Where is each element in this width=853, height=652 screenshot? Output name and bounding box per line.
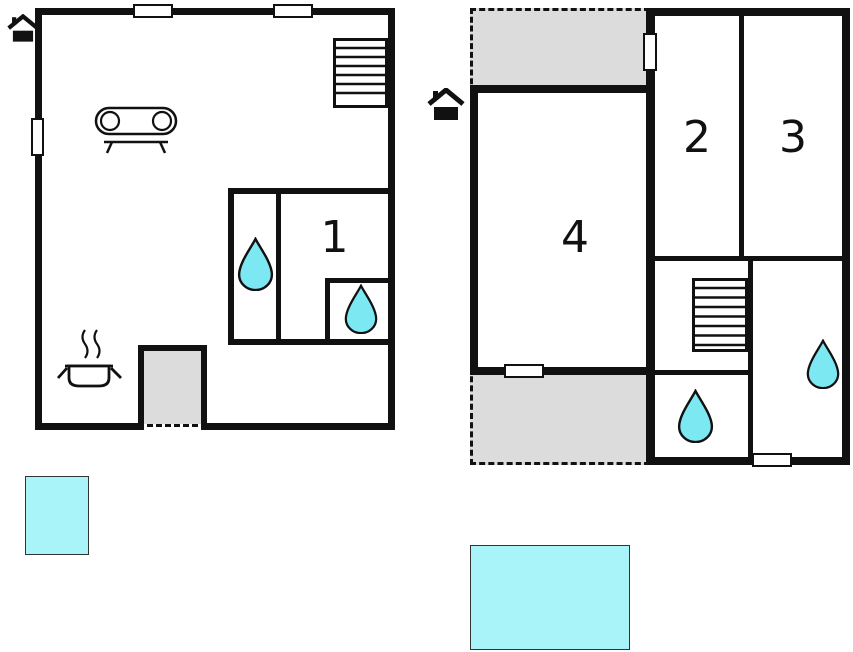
interior-wall	[739, 8, 744, 261]
window	[31, 118, 44, 156]
exterior-wall-right	[842, 8, 850, 465]
window	[752, 453, 792, 467]
entrance-opening	[138, 424, 207, 427]
exterior-wall-top	[35, 8, 395, 15]
interior-wall	[138, 345, 144, 430]
room-label-1: 1	[320, 212, 349, 263]
stairs-icon	[692, 278, 748, 352]
exterior-wall	[470, 85, 478, 375]
exterior-wall-bottom	[650, 457, 850, 465]
window	[643, 33, 657, 71]
exterior-wall-top	[650, 8, 850, 16]
window	[504, 364, 544, 378]
water-area	[470, 545, 630, 650]
window	[273, 4, 313, 18]
exterior-wall	[470, 367, 655, 375]
terrace	[470, 367, 650, 465]
vestibule-area	[144, 351, 201, 424]
waterdrop-icon	[677, 389, 714, 443]
interior-wall	[650, 370, 748, 375]
house-icon	[7, 14, 39, 44]
stairs-icon	[333, 38, 388, 108]
waterdrop-icon	[237, 237, 274, 291]
window	[133, 4, 173, 18]
interior-wall	[228, 188, 395, 194]
interior-wall	[228, 188, 234, 345]
interior-wall	[138, 345, 207, 351]
exterior-wall-bottom	[207, 423, 395, 430]
interior-wall	[748, 256, 753, 457]
exterior-wall	[470, 85, 655, 93]
interior-wall	[276, 188, 281, 345]
house-icon	[427, 88, 465, 122]
room-label-2: 2	[683, 112, 711, 163]
sofa-icon	[90, 100, 182, 156]
interior-wall	[325, 278, 395, 283]
interior-wall	[325, 278, 330, 344]
interior-wall	[650, 256, 842, 261]
room-label-3: 3	[779, 112, 807, 163]
exterior-wall-bottom	[35, 423, 138, 430]
exterior-wall-right	[388, 8, 395, 430]
exterior-wall-left	[646, 8, 655, 465]
water-area	[25, 476, 89, 555]
interior-wall	[201, 345, 207, 430]
stove-icon	[55, 328, 127, 400]
waterdrop-icon	[806, 339, 840, 389]
room-label-4: 4	[561, 212, 589, 263]
waterdrop-icon	[344, 284, 378, 334]
interior-wall	[228, 339, 395, 345]
exterior-wall-left	[35, 8, 42, 430]
terrace	[470, 8, 650, 93]
